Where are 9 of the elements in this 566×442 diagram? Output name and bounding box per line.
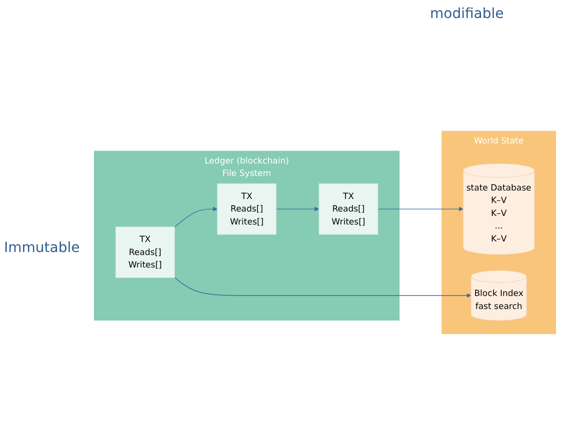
bracket-label: modifiable	[430, 6, 504, 22]
node-box: TX Reads[] Writes[]	[216, 183, 277, 235]
arrow	[276, 206, 320, 212]
bracket-label: Immutable	[4, 240, 80, 256]
node-box: TX Reads[] Writes[]	[115, 226, 175, 278]
arrow	[174, 277, 472, 298]
node-box: TX Reads[] Writes[]	[318, 183, 378, 235]
arrow	[378, 206, 464, 212]
arrow	[174, 206, 218, 228]
